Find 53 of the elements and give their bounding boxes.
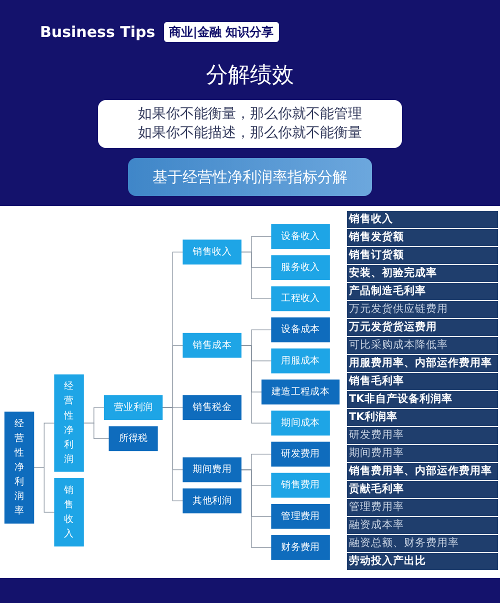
node-box: 建造工程成本	[261, 380, 340, 404]
table-cell: 销售毛利率	[347, 373, 498, 390]
node-box: 财务费用	[271, 535, 330, 560]
table-cell: 贡献毛利率	[347, 481, 498, 498]
node-box: 设备收入	[271, 224, 330, 249]
table-cell: 安装、初验完成率	[347, 265, 498, 282]
subtitle-banner: 基于经营性净利润率指标分解	[128, 158, 372, 196]
node-box: 管理费用	[271, 504, 330, 529]
table-cell: 融资成本率	[347, 517, 498, 534]
table-cell: 期间费用率	[347, 445, 498, 462]
connector	[240, 345, 272, 424]
quote-line: 如果你不能衡量，那么你就不能管理	[138, 105, 362, 124]
node-box: 营业利润	[104, 395, 163, 420]
category-tag: 商业|金融 知识分享	[164, 22, 279, 42]
node-box: 所得税	[108, 426, 158, 452]
title: 分解绩效	[206, 63, 294, 88]
node-box: 研发费用	[271, 442, 330, 467]
connector	[240, 252, 272, 300]
table-cell: 用服费用率、内部运作费用率	[347, 355, 498, 372]
header-text: Business Tips	[40, 22, 156, 42]
table-cell: 产品制造毛利率	[347, 283, 498, 300]
node-box: 其他利润	[182, 488, 242, 514]
node-box: 设备成本	[271, 317, 330, 342]
connector	[33, 467, 55, 513]
connector	[240, 469, 272, 548]
node-box: 销售税金	[182, 395, 242, 420]
table-cell: 销售发货额	[347, 229, 498, 246]
node-box: 销售收入	[182, 240, 242, 264]
table-cell: 销售费用率、内部运作费用率	[347, 463, 498, 480]
table-cell: 销售订货额	[347, 247, 498, 264]
node-box: 经营性净利润率	[4, 412, 34, 524]
node-box: 销售收入	[54, 478, 84, 546]
table-cell: 可比采购成本降低率	[347, 337, 498, 354]
node-box: 用服成本	[271, 348, 330, 374]
table-cell: 管理费用率	[347, 499, 498, 516]
table-cell: TK利润率	[347, 409, 498, 426]
table-cell: 研发费用率	[347, 427, 498, 444]
table-cell: TK非自产设备利润率	[347, 391, 498, 408]
connector	[83, 422, 110, 439]
node-box: 销售费用	[271, 472, 330, 498]
node-box: 期间费用	[182, 457, 242, 482]
node-box: 销售成本	[182, 332, 242, 358]
node-box: 服务收入	[271, 255, 330, 280]
connector	[162, 407, 184, 502]
table-cell: 万元发货供应链费用	[347, 301, 498, 318]
table-cell: 万元发货货运费用	[347, 319, 498, 336]
table-cell: 劳动投入产出比	[347, 553, 498, 570]
node-box: 期间成本	[271, 410, 330, 436]
table-cell: 销售收入	[347, 211, 498, 228]
quote-line: 如果你不能描述，那么你就不能衡量	[138, 124, 362, 143]
table-cell: 融资总额、财务费用率	[347, 535, 498, 552]
node-box: 经营性净利润	[54, 374, 84, 472]
node-box: 工程收入	[271, 286, 330, 312]
